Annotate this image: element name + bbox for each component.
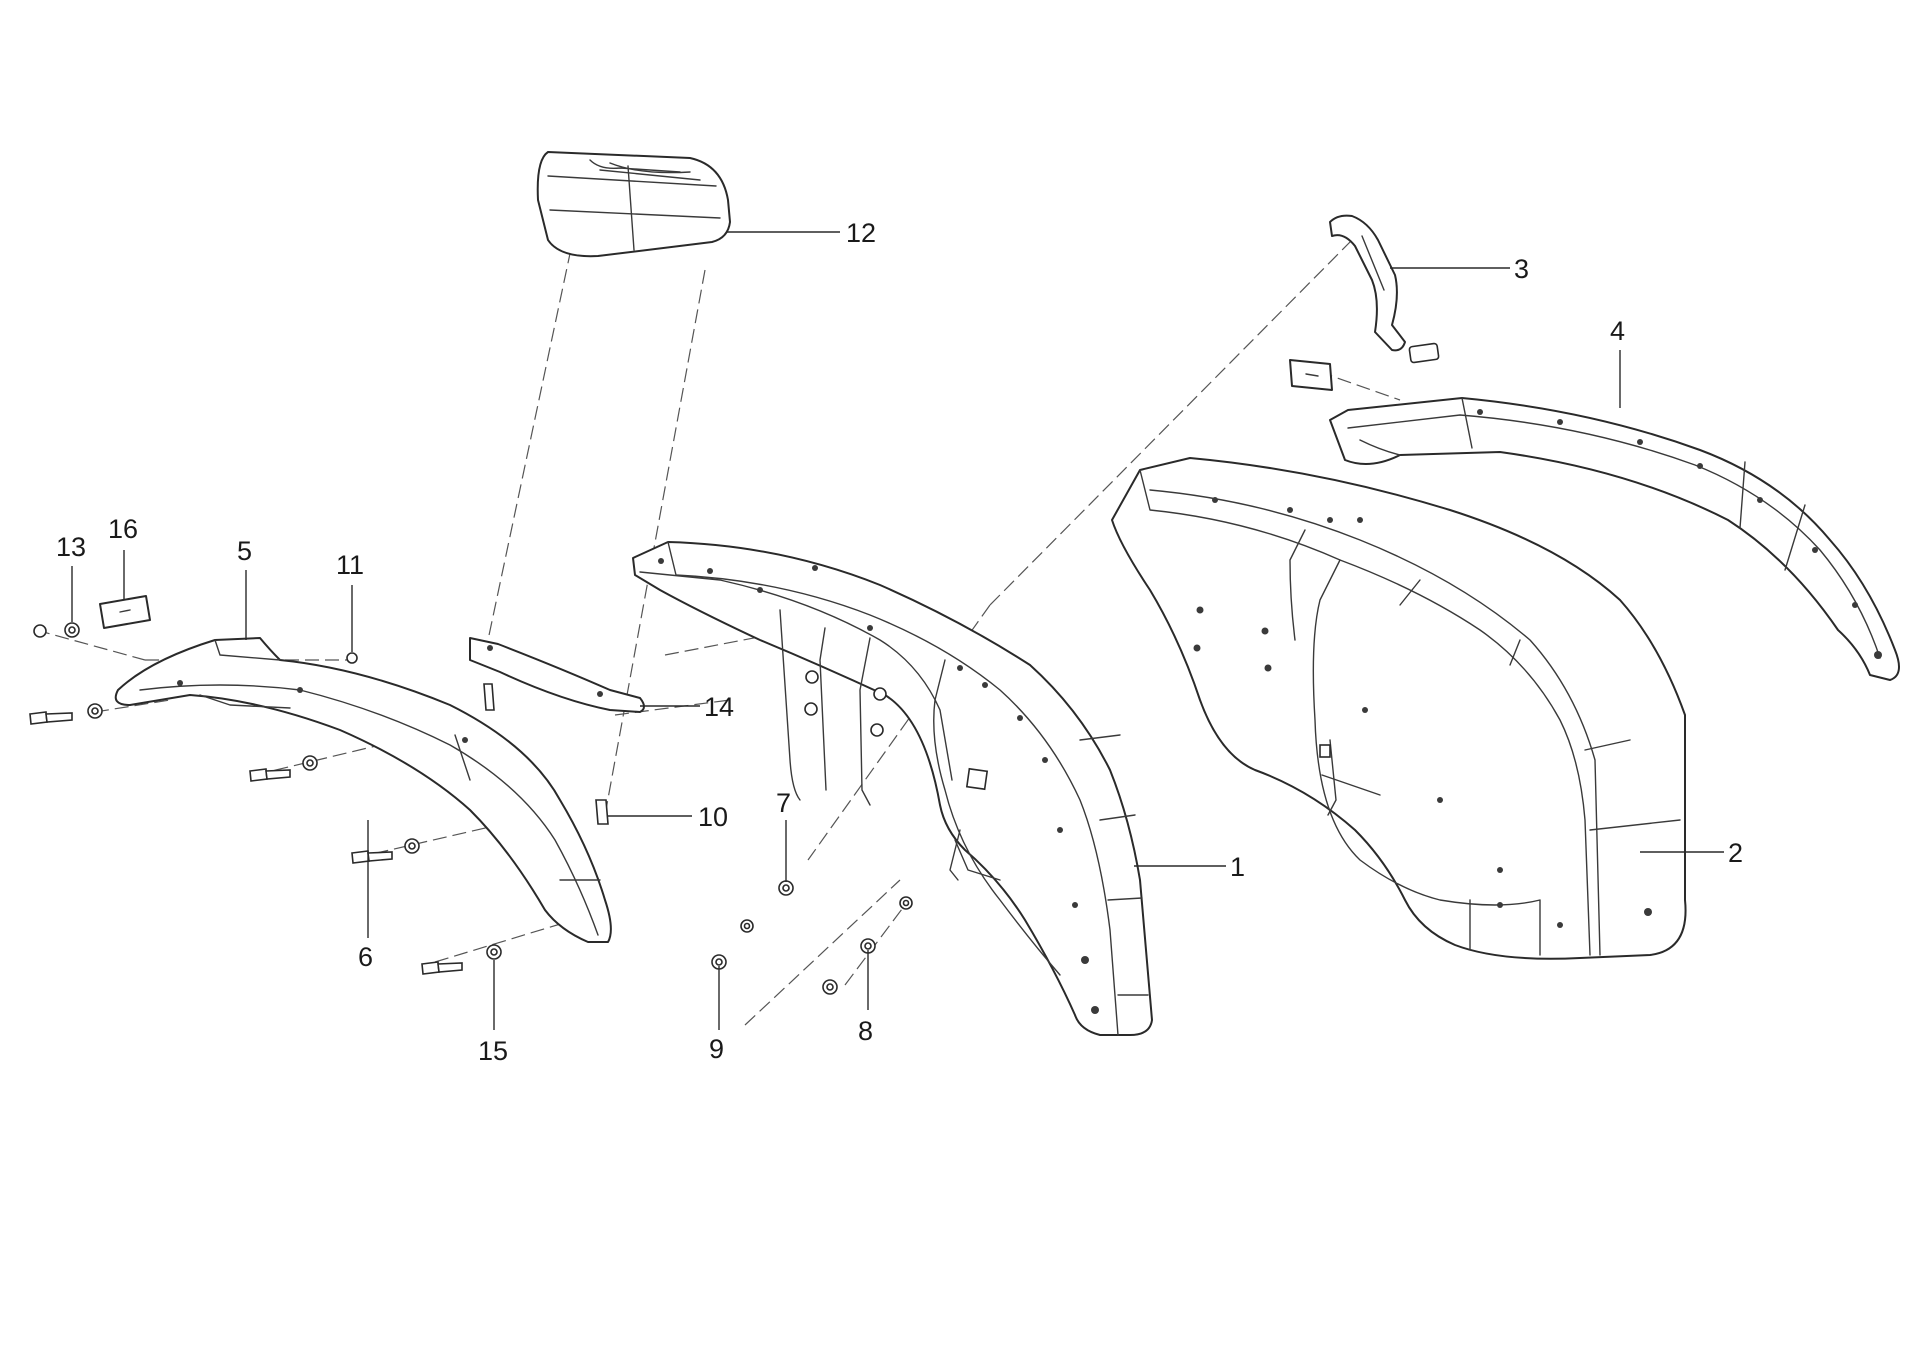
- callout-12: 12: [846, 218, 876, 248]
- callout-2: 2: [1728, 838, 1743, 868]
- part-1-front-fender: [632, 541, 1153, 1036]
- callout-4: 4: [1610, 316, 1625, 346]
- part-16-plate: [99, 595, 151, 629]
- hardware: [29, 622, 913, 995]
- part-5-fender-trim: [114, 637, 612, 943]
- callout-9: 9: [709, 1034, 724, 1064]
- part-12-storage-box: [536, 151, 731, 258]
- callout-6: 6: [358, 942, 373, 972]
- callout-1: 1: [1230, 852, 1245, 882]
- callout-11: 11: [336, 550, 364, 580]
- callout-10: 10: [698, 802, 728, 832]
- part-reflector-plate: [1289, 359, 1333, 391]
- callout-8: 8: [858, 1016, 873, 1046]
- part-2-rear-fender: [1111, 457, 1687, 960]
- callout-labels: 1 2 3 4 5 6 7 8 9 10 11 12 13 14 15 16: [56, 218, 1743, 1066]
- callout-5: 5: [237, 536, 252, 566]
- callout-3: 3: [1514, 254, 1529, 284]
- callout-14: 14: [704, 692, 734, 722]
- callout-15: 15: [478, 1036, 508, 1066]
- part-4-fender-trim: [1329, 397, 1900, 681]
- part-3-grab-handle: [1329, 214, 1440, 364]
- callout-16: 16: [108, 514, 138, 544]
- callout-13: 13: [56, 532, 86, 562]
- callout-7: 7: [776, 788, 791, 818]
- leader-lines: [71, 231, 1724, 1030]
- part-14-bracket: [469, 637, 645, 713]
